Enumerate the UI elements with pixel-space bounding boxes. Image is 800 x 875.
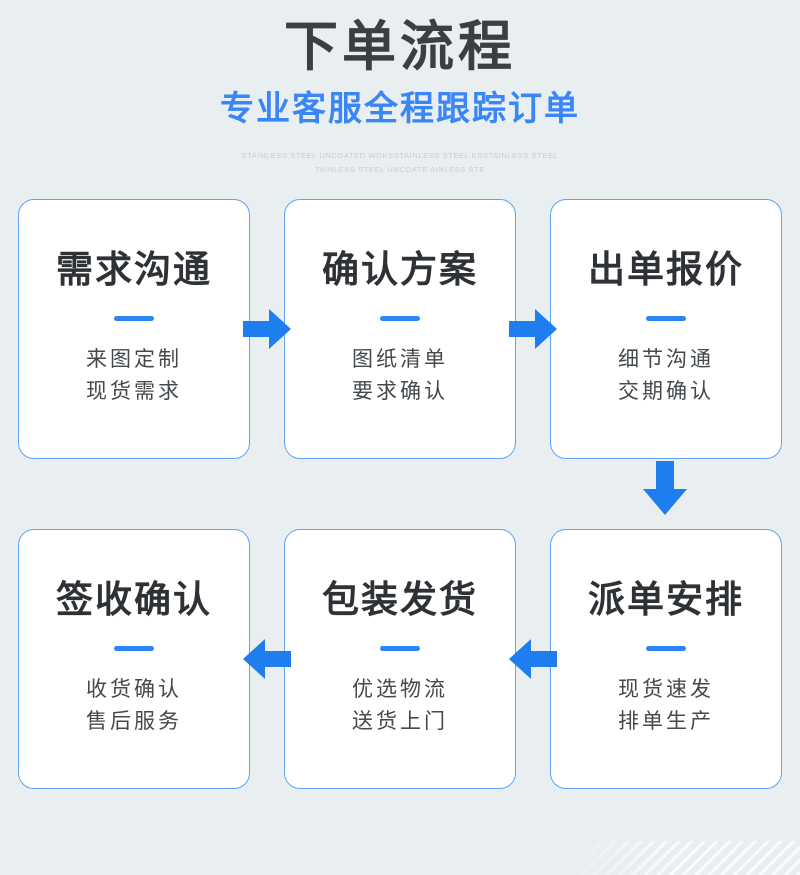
arrow-left-icon — [243, 637, 291, 681]
divider-dash — [114, 645, 154, 651]
flow-step-card-4[interactable]: 派单安排 现货速发 排单生产 — [550, 529, 782, 790]
order-process-flow: 需求沟通 来图定制 现货需求 确认方案 图纸清单 要求确认 出单报价 细节沟通 … — [0, 199, 800, 790]
page-title: 下单流程 — [284, 17, 516, 77]
page-header: 下单流程 专业客服全程跟踪订单 STAINLESS STEEL UNCOATED… — [0, 0, 800, 177]
flow-step-desc-line-1: 收货确认 — [86, 676, 182, 701]
flow-step-desc-line-1: 现货速发 — [618, 676, 714, 701]
flow-step-desc-line-2: 现货需求 — [86, 379, 182, 404]
divider-dash — [646, 315, 686, 321]
flow-step-desc-line-2: 排单生产 — [618, 709, 714, 734]
flow-step-title: 包装发货 — [322, 580, 478, 621]
flow-step-desc-line-2: 售后服务 — [86, 709, 182, 734]
flow-step-description: 来图定制 现货需求 — [86, 343, 182, 408]
english-decor-text: STAINLESS STEEL UNCOATED WOKSSTAINLESS S… — [0, 149, 800, 178]
divider-dash — [380, 315, 420, 321]
flow-step-title: 签收确认 — [56, 580, 212, 621]
english-decor-line-1: STAINLESS STEEL UNCOATED WOKSSTAINLESS S… — [241, 150, 559, 160]
flow-step-card-2[interactable]: 确认方案 图纸清单 要求确认 — [284, 199, 516, 460]
flow-step-description: 收货确认 售后服务 — [86, 673, 182, 738]
english-decor-line-2: TAINLESS STEEL UNCOATE AINLESS STE — [315, 165, 485, 175]
flow-step-description: 细节沟通 交期确认 — [618, 343, 714, 408]
flow-step-desc-line-2: 送货上门 — [352, 709, 448, 734]
divider-dash — [114, 315, 154, 321]
flow-step-title: 出单报价 — [588, 250, 744, 291]
flow-step-desc-line-1: 来图定制 — [86, 346, 182, 371]
flow-step-desc-line-1: 优选物流 — [352, 676, 448, 701]
flow-step-card-3[interactable]: 出单报价 细节沟通 交期确认 — [550, 199, 782, 460]
flow-step-desc-line-1: 图纸清单 — [352, 346, 448, 371]
arrow-down-icon — [640, 461, 690, 516]
arrow-left-icon — [509, 637, 557, 681]
flow-step-title: 派单安排 — [588, 580, 744, 621]
arrow-right-icon — [509, 307, 557, 351]
flow-step-title: 确认方案 — [322, 250, 478, 291]
flow-step-description: 现货速发 排单生产 — [618, 673, 714, 738]
flow-step-desc-line-1: 细节沟通 — [618, 346, 714, 371]
page-subtitle: 专业客服全程跟踪订单 — [220, 91, 580, 129]
flow-step-description: 图纸清单 要求确认 — [352, 343, 448, 408]
flow-step-desc-line-2: 交期确认 — [618, 379, 714, 404]
flow-step-card-6[interactable]: 签收确认 收货确认 售后服务 — [18, 529, 250, 790]
flow-step-card-1[interactable]: 需求沟通 来图定制 现货需求 — [18, 199, 250, 460]
divider-dash — [380, 645, 420, 651]
corner-hatch-decoration — [560, 841, 800, 875]
flow-step-title: 需求沟通 — [56, 250, 212, 291]
flow-step-description: 优选物流 送货上门 — [352, 673, 448, 738]
arrow-right-icon — [243, 307, 291, 351]
flow-step-card-5[interactable]: 包装发货 优选物流 送货上门 — [284, 529, 516, 790]
divider-dash — [646, 645, 686, 651]
flow-step-desc-line-2: 要求确认 — [352, 379, 448, 404]
